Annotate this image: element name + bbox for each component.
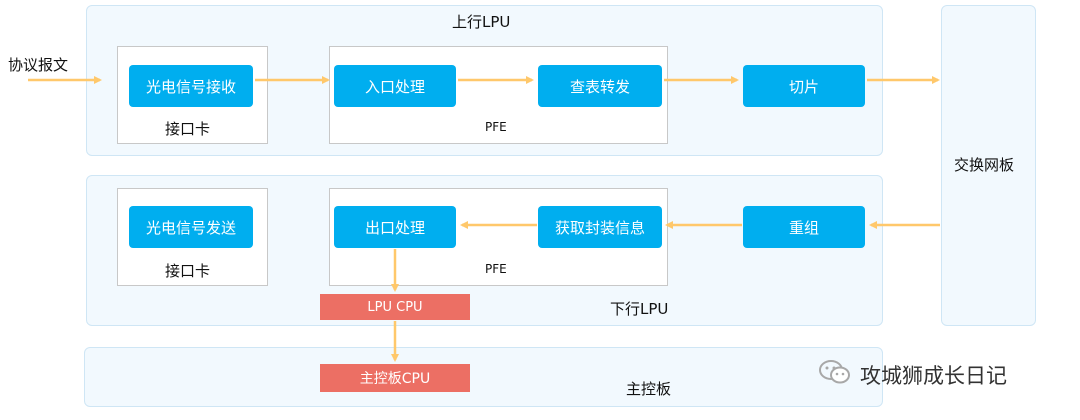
lookup-forwarding-node: 查表转发: [538, 65, 662, 107]
upstream-pfe-label: PFE: [485, 120, 507, 134]
main-board-cpu-node: 主控板CPU: [320, 364, 470, 392]
egress-processing-node: 出口处理: [334, 206, 456, 248]
switch-fabric-panel: [941, 5, 1036, 326]
protocol-packet-label: 协议报文: [8, 56, 69, 74]
main-board-panel: [84, 347, 883, 407]
switch-fabric-label: 交换网板: [954, 156, 1015, 174]
get-encapsulation-node: 获取封装信息: [538, 206, 662, 248]
watermark-text: 攻城狮成长日记: [860, 364, 1007, 388]
downstream-pfe-label: PFE: [485, 262, 507, 276]
downstream-card-label: 接口卡: [165, 262, 211, 280]
slicing-node: 切片: [743, 65, 865, 107]
optical-receive-node: 光电信号接收: [129, 65, 253, 107]
main-board-title: 主控板: [626, 380, 672, 398]
upstream-lpu-title: 上行LPU: [452, 13, 511, 31]
optical-send-node: 光电信号发送: [129, 206, 253, 248]
wechat-logo-icon: [819, 360, 850, 384]
upstream-card-label: 接口卡: [165, 120, 211, 138]
reassembly-node: 重组: [743, 206, 865, 248]
lpu-cpu-node: LPU CPU: [320, 294, 470, 320]
ingress-processing-node: 入口处理: [334, 65, 456, 107]
downstream-lpu-title: 下行LPU: [610, 300, 669, 318]
